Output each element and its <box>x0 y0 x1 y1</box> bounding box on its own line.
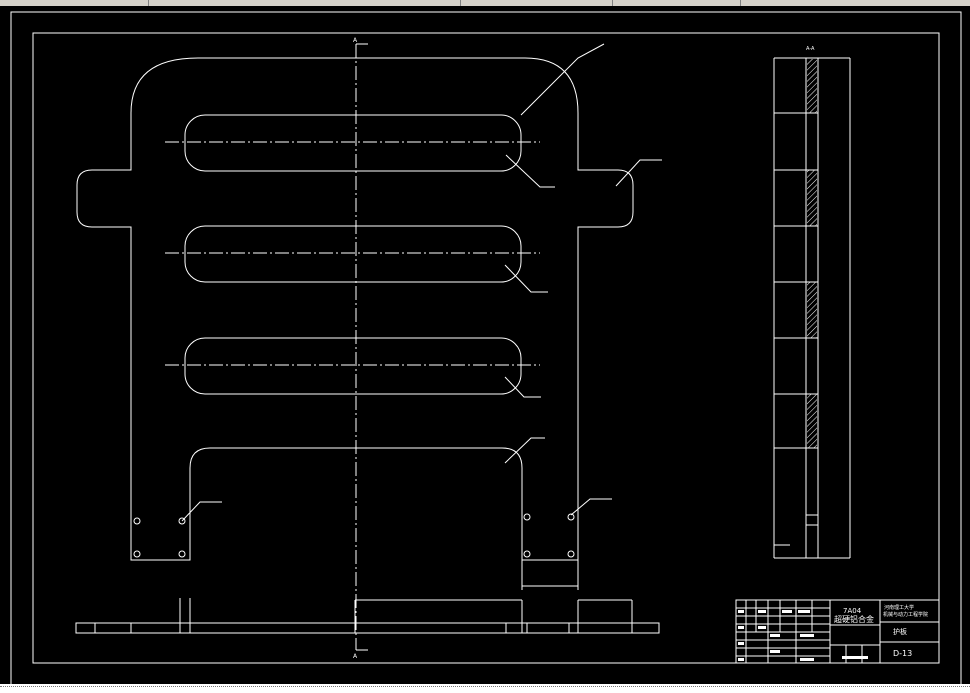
mounting-hole <box>567 550 575 558</box>
title-block-marks <box>738 610 868 661</box>
leader-line <box>504 264 548 293</box>
window-top-bar <box>0 0 970 6</box>
toolbar-divider <box>612 0 613 6</box>
mounting-hole <box>178 550 186 558</box>
slot-middle <box>184 225 522 283</box>
mounting-hole <box>523 513 531 521</box>
cut-mark-label-bottom: A <box>353 653 358 660</box>
leader-line <box>505 154 555 188</box>
section-hatch <box>807 59 817 113</box>
toolbar-divider <box>148 0 149 6</box>
bottom-view-outline <box>75 622 660 634</box>
section-label: A-A <box>806 46 815 52</box>
leader-line <box>570 498 612 516</box>
section-hatch <box>807 394 817 448</box>
slot-lower <box>184 337 522 395</box>
window-bottom-bar <box>0 684 970 693</box>
sheet-inner-border <box>32 32 940 664</box>
mounting-hole <box>523 550 531 558</box>
school-department: 机械与动力工程学院 <box>883 611 928 618</box>
plate-outline <box>76 57 634 561</box>
mounting-hole <box>178 517 186 525</box>
mounting-hole <box>133 517 141 525</box>
title-block <box>735 599 940 664</box>
leader-line <box>615 159 662 187</box>
leader-line <box>520 43 605 116</box>
mounting-hole <box>133 550 141 558</box>
slot-upper <box>184 114 522 172</box>
section-hatch <box>807 170 817 226</box>
leader-line <box>504 437 545 464</box>
section-hatch <box>807 282 817 338</box>
mounting-hole <box>567 513 575 521</box>
toolbar-divider <box>740 0 741 6</box>
drawing-number: D-13 <box>893 649 912 658</box>
school-name: 河南理工大学 <box>884 604 914 611</box>
status-divider <box>0 686 970 688</box>
material-name: 超硬铝合金 <box>834 614 874 624</box>
leader-line <box>504 376 541 398</box>
leader-line <box>181 501 222 522</box>
material-code: 7A04 <box>843 607 862 615</box>
cut-mark-label-top: A <box>353 37 358 44</box>
part-name: 护板 <box>893 627 907 636</box>
toolbar-divider <box>460 0 461 6</box>
